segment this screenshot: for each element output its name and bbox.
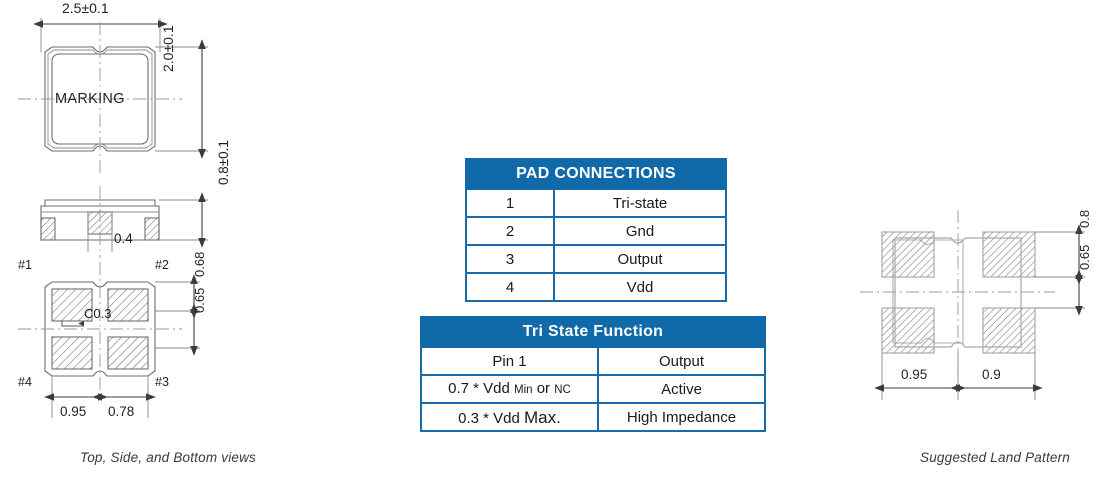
- package-views-svg: [18, 18, 208, 418]
- table-row: Pin 1 Output: [420, 346, 766, 376]
- land-dim-pad-width: 0.9: [982, 367, 1001, 382]
- pin-label-1: #1: [18, 258, 32, 272]
- bottom-view: [18, 262, 200, 418]
- land-dim-pad-height: 0.8: [1077, 209, 1092, 228]
- tri-state-function-table: Tri State Function Pin 1 Output 0.7 * Vd…: [420, 316, 766, 432]
- tri-state-condition: 0.3 * Vdd Max.: [420, 402, 599, 432]
- right-caption: Suggested Land Pattern: [920, 450, 1071, 465]
- side-view: [40, 186, 208, 258]
- pad-connections-title: PAD CONNECTIONS: [465, 158, 727, 190]
- side-view-height-label: 0.8±0.1: [216, 140, 231, 185]
- pad-function: Vdd: [553, 272, 727, 302]
- pad-function: Tri-state: [553, 188, 727, 218]
- table-row: 1 Tri-state: [465, 188, 727, 218]
- left-caption: Top, Side, and Bottom views: [80, 450, 256, 465]
- pad-3: [107, 336, 149, 370]
- side-view-center-label: 0.4: [114, 231, 133, 246]
- tri-state-title: Tri State Function: [420, 316, 766, 348]
- cond-part: 0.7 * Vdd: [448, 380, 515, 398]
- cond-part-min: Min: [514, 384, 533, 397]
- pad-function: Gnd: [553, 216, 727, 246]
- land-pattern-group: 0.8 0.65 0.95 0.9: [855, 200, 1111, 415]
- left-drawing-group: 2.5±0.1 2.0±0.1 MARKING 0.8±0.1 0.4 #1 #…: [0, 0, 260, 440]
- bottom-view-dim-left: 0.95: [60, 404, 87, 419]
- pin-label-2: #2: [155, 258, 169, 272]
- pad-connections-table: PAD CONNECTIONS 1 Tri-state 2 Gnd 3 Outp…: [465, 158, 727, 302]
- table-row: 0.7 * Vdd Min or NC Active: [420, 374, 766, 404]
- pin-label-4: #4: [18, 375, 32, 389]
- table-row: 0.3 * Vdd Max. High Impedance: [420, 402, 766, 432]
- land-pattern-svg: [860, 210, 1085, 400]
- land-dim-gap: 0.65: [1077, 244, 1092, 270]
- package-silkscreen: [894, 237, 1022, 348]
- land-pad-3: [982, 307, 1036, 354]
- tri-state-col1-header: Pin 1: [420, 346, 599, 376]
- bottom-view-dim-mid: 0.65: [192, 287, 207, 313]
- land-dim-pitch: 0.95: [901, 367, 928, 382]
- pad-4: [51, 336, 93, 370]
- cond-part: 0.3 * Vdd: [458, 409, 525, 427]
- marking-text: MARKING: [55, 91, 125, 107]
- bottom-view-dim-right: 0.78: [108, 404, 135, 419]
- pad-function: Output: [553, 244, 727, 274]
- land-pad-1: [881, 231, 935, 278]
- top-view-height-label: 2.0±0.1: [160, 25, 176, 72]
- pad-pin: 1: [465, 188, 555, 218]
- bottom-view-dim-top: 0.68: [192, 251, 207, 277]
- cond-part-nc: NC: [554, 384, 571, 397]
- top-view-height-dimension: [155, 39, 208, 159]
- package-outline-mid: [47, 49, 153, 149]
- land-pad-2: [982, 231, 1036, 278]
- table-row: 3 Output: [465, 244, 727, 274]
- tri-state-condition: 0.7 * Vdd Min or NC: [420, 374, 599, 404]
- land-pad-4: [881, 307, 935, 354]
- pin-label-3: #3: [155, 375, 169, 389]
- chamfer-note: C0.3: [84, 306, 112, 321]
- tri-state-output: High Impedance: [597, 402, 766, 432]
- tri-state-output: Active: [597, 374, 766, 404]
- cond-part-or: or: [532, 380, 555, 398]
- table-row: 4 Vdd: [465, 272, 727, 302]
- pad-pin: 3: [465, 244, 555, 274]
- pad-pin: 4: [465, 272, 555, 302]
- cond-part-max: Max.: [524, 407, 561, 427]
- table-row: 2 Gnd: [465, 216, 727, 246]
- pad-1: [51, 288, 93, 322]
- tri-state-col2-header: Output: [597, 346, 766, 376]
- pad-pin: 2: [465, 216, 555, 246]
- pad-2: [107, 288, 149, 322]
- top-view-width-dimension: [33, 18, 168, 52]
- top-view-width-label: 2.5±0.1: [62, 0, 109, 16]
